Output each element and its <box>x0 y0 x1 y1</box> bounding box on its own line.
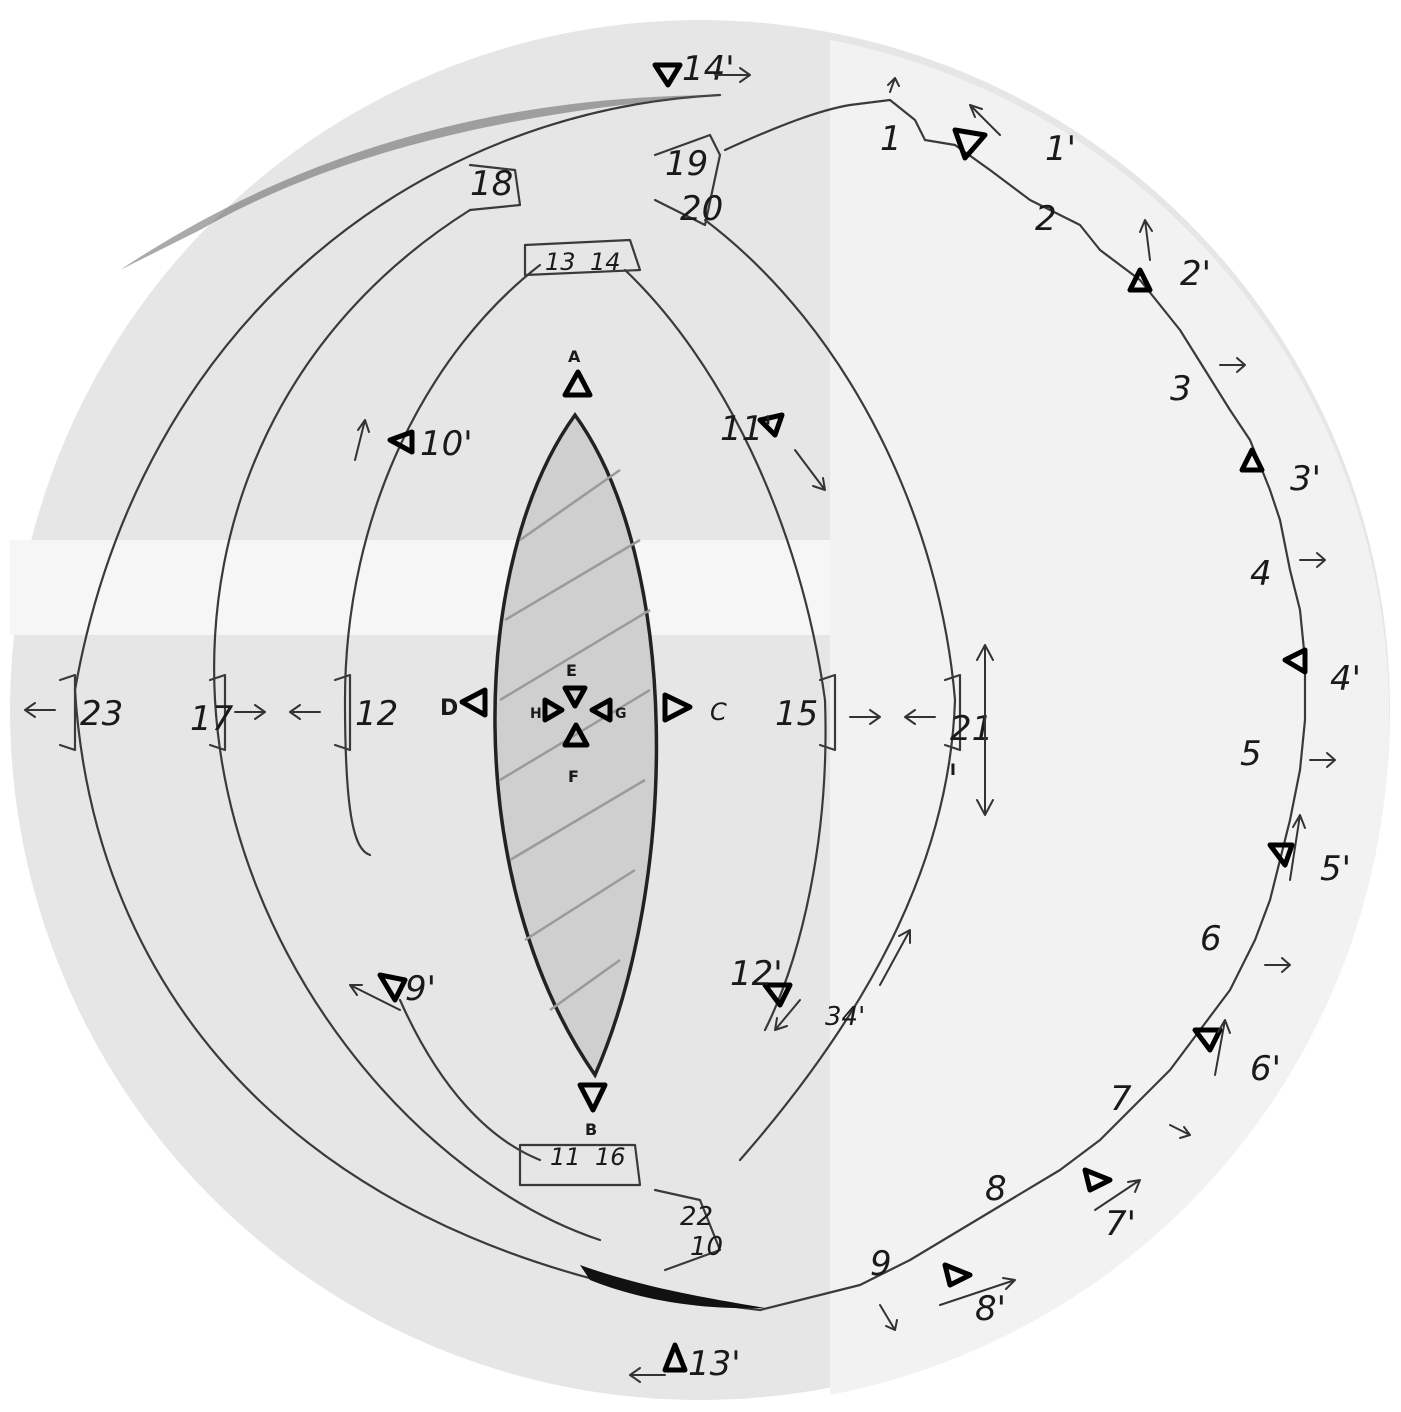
ring-label-3: 3 <box>1170 369 1192 409</box>
center-label-a: A <box>568 347 581 366</box>
station-label-14: 14' <box>682 49 735 89</box>
center-label-d: D <box>440 696 458 721</box>
hub-label-17: 17 <box>190 699 234 739</box>
station-label-8: 8' <box>975 1289 1006 1329</box>
station-label-13: 13' <box>688 1344 741 1384</box>
center-label-c: C <box>710 698 727 726</box>
center-label-b: B <box>585 1120 597 1139</box>
ring-label-5: 5 <box>1240 734 1262 774</box>
ring-label-6: 6 <box>1200 919 1222 959</box>
station-label-11: 11' <box>720 409 773 449</box>
ring-label-2: 2 <box>1035 199 1057 239</box>
hub-label-13: 13 <box>545 248 576 276</box>
station-label-34: 34' <box>825 1002 865 1032</box>
hub-label-16: 16 <box>595 1143 626 1171</box>
hub-label-23: 23 <box>80 694 123 734</box>
hub-label-22: 22 <box>680 1202 713 1232</box>
station-label-5: 5' <box>1320 849 1351 889</box>
paper-band <box>10 540 830 635</box>
station-label-9: 9' <box>405 969 436 1009</box>
hub-label-21: 21 <box>950 709 993 749</box>
hub-label-15: 15 <box>775 694 818 734</box>
hub-label-18: 18 <box>470 164 513 204</box>
station-label-1: 1' <box>1045 129 1076 169</box>
ring-label-7: 7 <box>1110 1079 1132 1119</box>
hub-label-19: 19 <box>665 144 708 184</box>
center-label-i: I <box>950 760 956 779</box>
station-label-12: 12' <box>730 954 783 994</box>
hub-label-11: 11 <box>550 1143 581 1171</box>
station-label-4: 4' <box>1330 659 1361 699</box>
station-label-7: 7' <box>1105 1204 1136 1244</box>
ring-label-4: 4 <box>1250 554 1272 594</box>
ring-label-1: 1 <box>880 119 902 159</box>
hub-label-10: 10 <box>690 1232 723 1262</box>
hub-label-20: 20 <box>680 189 723 229</box>
ring-label-8: 8 <box>985 1169 1007 1209</box>
center-label-e: E <box>566 661 577 680</box>
station-label-3: 3' <box>1290 459 1321 499</box>
station-label-10: 10' <box>420 424 473 464</box>
ring-label-9: 9 <box>870 1244 892 1284</box>
station-label-2: 2' <box>1180 254 1211 294</box>
station-label-6: 6' <box>1250 1049 1281 1089</box>
center-label-h: H <box>530 706 542 722</box>
hub-label-12: 12 <box>355 694 398 734</box>
hub-label-14: 14 <box>590 248 621 276</box>
center-label-f: F <box>568 767 579 786</box>
center-label-g: G <box>615 706 627 722</box>
